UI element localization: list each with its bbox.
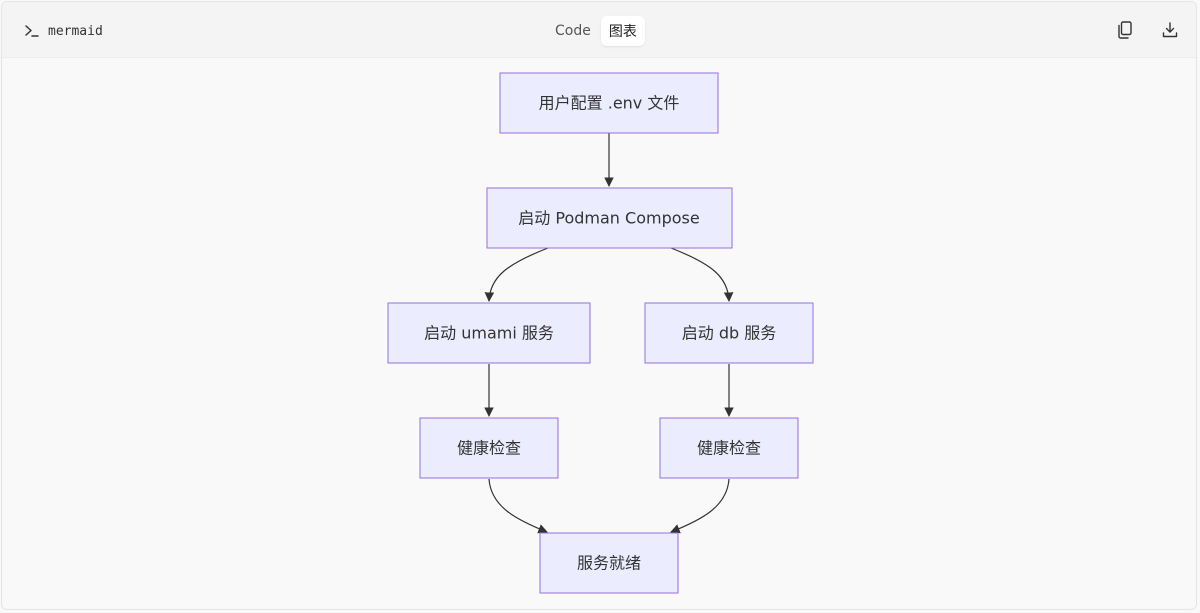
flowchart-diagram: 用户配置 .env 文件 启动 Podman Compose 启动 umami … xyxy=(387,72,814,594)
tab-diagram[interactable]: 图表 xyxy=(600,16,645,46)
node-label: 用户配置 .env 文件 xyxy=(539,94,680,113)
node-start-db: 启动 db 服务 xyxy=(644,302,814,364)
node-config-env: 用户配置 .env 文件 xyxy=(499,72,719,134)
node-label: 启动 db 服务 xyxy=(682,324,777,343)
download-button[interactable] xyxy=(1160,20,1180,40)
edge-health-umami-to-ready xyxy=(488,478,548,534)
language-name: mermaid xyxy=(48,23,103,39)
node-start-compose: 启动 Podman Compose xyxy=(486,187,733,249)
node-label: 启动 umami 服务 xyxy=(424,324,554,343)
node-label: 健康检查 xyxy=(457,439,521,458)
node-health-umami: 健康检查 xyxy=(419,417,559,479)
edge-compose-to-umami xyxy=(484,247,549,302)
edge-health-db-to-ready xyxy=(670,478,730,534)
node-ready: 服务就绪 xyxy=(539,532,679,594)
node-label: 服务就绪 xyxy=(577,554,641,573)
node-start-umami: 启动 umami 服务 xyxy=(387,302,591,364)
tab-code[interactable]: Code xyxy=(555,23,591,39)
node-health-db: 健康检查 xyxy=(659,417,799,479)
terminal-icon xyxy=(25,25,39,37)
edge-compose-to-db xyxy=(670,247,734,302)
view-tabs: Code 图表 xyxy=(547,16,645,46)
edges xyxy=(484,133,734,534)
node-label: 启动 Podman Compose xyxy=(518,209,699,228)
node-label: 健康检查 xyxy=(697,439,761,458)
code-block-header: mermaid Code 图表 xyxy=(2,2,1196,58)
copy-icon xyxy=(1118,21,1132,39)
copy-button[interactable] xyxy=(1115,20,1135,40)
download-icon xyxy=(1162,22,1178,38)
language-label: mermaid xyxy=(24,21,103,41)
